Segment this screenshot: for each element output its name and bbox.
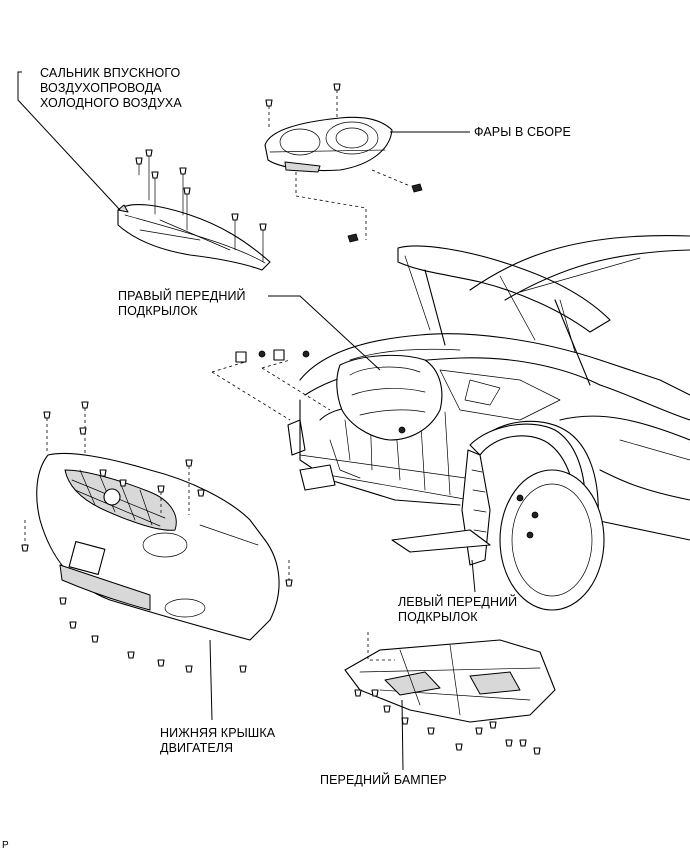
label-line: ФАРЫ В СБОРЕ	[474, 125, 571, 139]
label-engine-cover: НИЖНЯЯ КРЫШКА ДВИГАТЕЛЯ	[160, 726, 275, 756]
car-body	[287, 235, 690, 611]
engine-under-cover-part	[344, 632, 556, 755]
label-line: ВОЗДУХОПРОВОДА	[40, 81, 162, 95]
label-front-bumper: ПЕРЕДНИЙ БАМПЕР	[320, 773, 447, 788]
label-line: ПОДКРЫЛОК	[118, 304, 198, 318]
label-line: ПЕРЕДНИЙ БАМПЕР	[320, 773, 447, 787]
label-line: ДВИГАТЕЛЯ	[160, 741, 234, 755]
label-left-liner: ЛЕВЫЙ ПЕРЕДНИЙ ПОДКРЫЛОК	[398, 595, 517, 625]
label-right-liner: ПРАВЫЙ ПЕРЕДНИЙ ПОДКРЫЛОК	[118, 289, 246, 319]
label-line: ПОДКРЫЛОК	[398, 610, 478, 624]
label-intake-seal: САЛЬНИК ВПУСКНОГО ВОЗДУХОПРОВОДА ХОЛОДНО…	[40, 66, 182, 111]
label-line: ЛЕВЫЙ ПЕРЕДНИЙ	[398, 595, 518, 609]
liner-clips	[211, 349, 331, 421]
corner-mark: P	[2, 840, 9, 851]
label-line: ХОЛОДНОГО ВОЗДУХА	[40, 96, 182, 110]
label-line: САЛЬНИК ВПУСКНОГО	[40, 66, 181, 80]
intake-seal-part	[117, 149, 271, 271]
leader-lines	[17, 71, 476, 771]
label-line: ПРАВЫЙ ПЕРЕДНИЙ	[118, 289, 246, 303]
label-line: НИЖНЯЯ КРЫШКА	[160, 726, 276, 740]
front-bumper-part	[21, 401, 293, 673]
label-headlamp: ФАРЫ В СБОРЕ	[474, 125, 571, 140]
headlamp-part	[264, 83, 423, 243]
